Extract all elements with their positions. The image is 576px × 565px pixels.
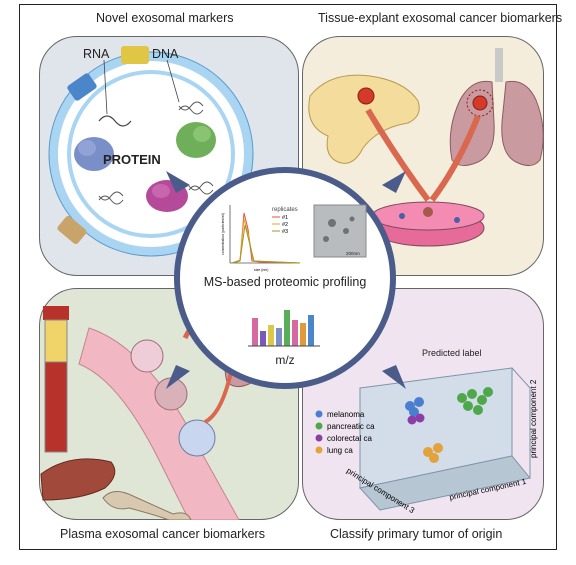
legend-swatch-lung <box>315 446 323 454</box>
center-profiling: concentration (particles/ml) size (nm) r… <box>166 167 406 389</box>
arrow-to-bottom-left-icon <box>166 365 190 389</box>
dna-strand <box>178 101 204 115</box>
cell-cluster-icon <box>130 339 216 457</box>
classification-illustration: Predicted label melanoma pancreatic ca c… <box>315 348 538 515</box>
arrow-to-bottom-right-icon <box>382 365 406 389</box>
liver-icon <box>40 458 116 501</box>
legend-label-pancreatic: pancreatic ca <box>327 422 375 431</box>
cluster-lung <box>423 443 443 463</box>
mz-label: m/z <box>275 353 294 367</box>
replicate-3-label: #3 <box>282 229 288 235</box>
membrane-protein-yellow <box>121 46 149 64</box>
tumor-icon <box>357 87 375 105</box>
protein-blob-blue <box>74 137 114 171</box>
legend-swatch-colorectal <box>315 434 323 442</box>
membrane-protein-blue <box>67 73 97 101</box>
axis-pc2-label: principal component 2 <box>529 379 538 458</box>
replicate-1-label: #1 <box>282 215 288 221</box>
blood-vessel-icon <box>78 327 240 520</box>
cluster-melanoma <box>405 397 424 417</box>
label-dna: DNA <box>152 47 179 61</box>
arrow-icon <box>429 114 481 202</box>
replicate-2-label: #2 <box>282 222 288 228</box>
legend-label-lung: lung ca <box>327 446 353 455</box>
nta-x-axis-label: size (nm) <box>254 268 268 272</box>
pancreas-icon <box>308 74 420 164</box>
protein-blob-green <box>176 122 216 158</box>
scale-bar-label: 200nm <box>346 251 360 256</box>
title-tissue-explant: Tissue-explant exosomal cancer biomarker… <box>318 11 563 25</box>
legend-label-colorectal: colorectal ca <box>327 434 372 443</box>
legend-label-melanoma: melanoma <box>327 410 365 419</box>
center-label: MS-based proteomic profiling <box>204 275 367 289</box>
legend-swatch-pancreatic <box>315 422 323 430</box>
nta-chart: concentration (particles/ml) size (nm) r… <box>221 205 301 272</box>
dna-strand <box>98 191 124 205</box>
label-protein: PROTEIN <box>103 152 161 167</box>
label-rna: RNA <box>83 47 110 61</box>
tumor-icon <box>472 95 488 111</box>
title-novel-markers: Novel exosomal markers <box>96 11 234 25</box>
arrow-icon <box>365 108 431 202</box>
tissue-explant-illustration <box>308 48 544 247</box>
series-3-line <box>231 224 301 264</box>
arrow-to-top-right-icon <box>382 171 406 193</box>
arrow-to-top-left-icon <box>166 171 190 193</box>
legend-swatch-melanoma <box>315 410 323 418</box>
mass-spectrum-bars <box>248 310 320 347</box>
petri-dish-icon <box>371 201 485 247</box>
replicates-title: replicates <box>272 207 298 213</box>
bone-icon <box>102 491 192 520</box>
cluster-pancreatic <box>457 387 493 415</box>
blood-tube-icon <box>43 306 69 453</box>
cluster-colorectal <box>407 413 425 425</box>
nta-y-axis-label: concentration (particles/ml) <box>221 213 225 255</box>
title-classify: Classify primary tumor of origin <box>330 527 503 541</box>
dna-strand <box>188 181 214 195</box>
predicted-label-text: Predicted label <box>422 348 482 358</box>
legend: melanoma pancreatic ca colorectal ca lun… <box>315 410 375 455</box>
rna-strand <box>98 115 132 127</box>
membrane-protein-tan <box>57 215 87 245</box>
tem-image: 200nm <box>313 204 367 258</box>
title-plasma: Plasma exosomal cancer biomarkers <box>60 527 265 541</box>
